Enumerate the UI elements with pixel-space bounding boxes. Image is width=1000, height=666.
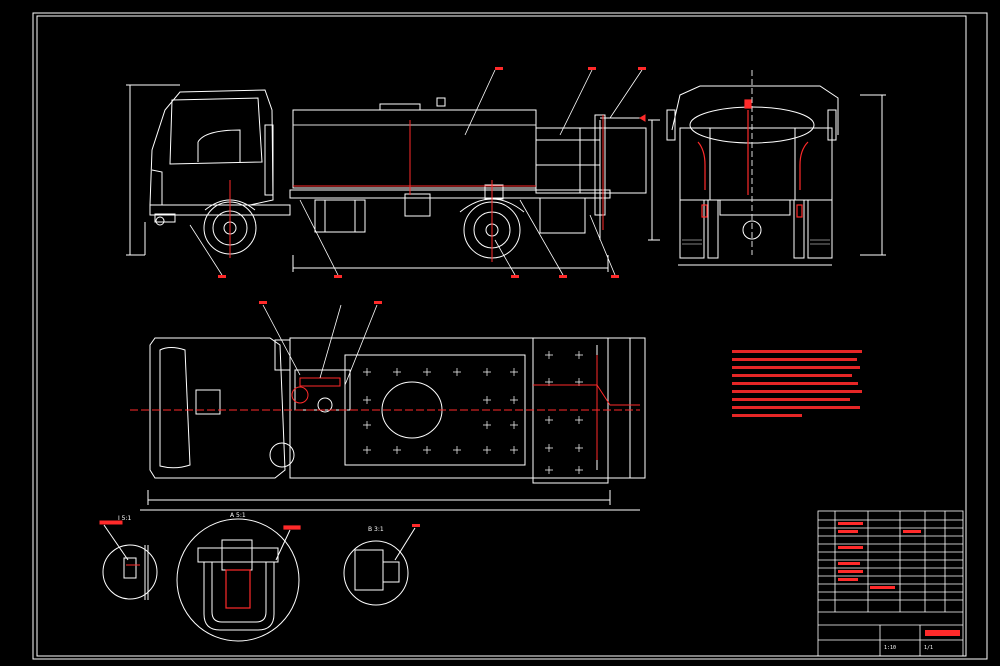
detail-i-view	[102, 524, 158, 600]
detail-a-accents	[225, 525, 301, 609]
top-view-accents	[130, 355, 640, 460]
side-view	[126, 84, 660, 272]
sheet-border-outer	[32, 12, 988, 660]
detail-a-label: A 5:1	[230, 512, 246, 519]
rear-view-hatching	[682, 239, 830, 245]
top-view-leaders	[262, 304, 378, 386]
detail-b-accents	[412, 524, 420, 527]
detail-b-label: B 3:1	[368, 526, 384, 533]
rear-view-accents	[697, 99, 809, 218]
side-view-leader-tags	[218, 67, 646, 278]
detail-i-accents	[99, 520, 140, 566]
top-view-leader-tags	[259, 301, 382, 304]
rear-view	[666, 70, 886, 266]
technical-notes-block	[732, 350, 862, 417]
detail-a-view	[176, 518, 300, 642]
detail-i-label: I 5:1	[118, 515, 132, 522]
title-block-sheet: 1/1	[924, 645, 934, 651]
title-block-scale: 1:10	[884, 645, 897, 651]
detail-b-view	[343, 527, 416, 606]
top-view-crosses	[363, 351, 583, 474]
side-view-accents	[229, 114, 646, 262]
title-block	[817, 510, 964, 657]
side-view-leaders	[189, 69, 643, 276]
top-view	[140, 337, 646, 511]
title-block-accents	[838, 522, 960, 636]
sheet-border-inner	[36, 15, 967, 657]
